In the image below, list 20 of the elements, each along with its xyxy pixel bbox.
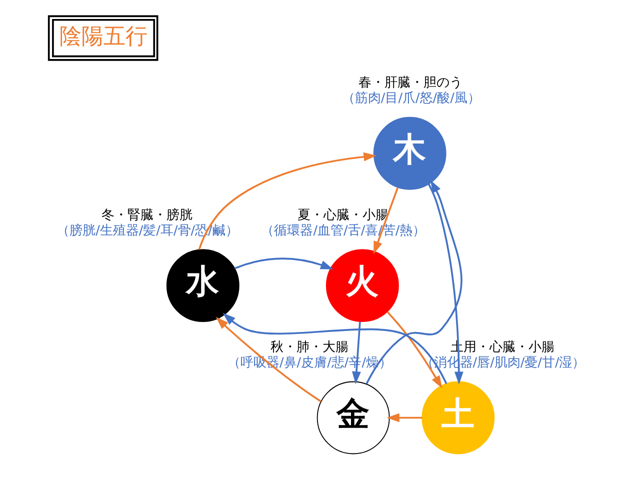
arrow <box>373 187 398 254</box>
arrow <box>386 311 442 388</box>
arrow <box>222 312 447 384</box>
arrow <box>386 413 422 422</box>
arrow <box>234 258 333 270</box>
arrow <box>365 180 462 384</box>
node-circle: 金 <box>316 381 390 454</box>
node-label: 冬・腎臓・膀胱 <box>101 208 192 223</box>
node-circle: 木 <box>372 116 446 190</box>
arrow <box>352 322 360 384</box>
node-label: 秋・肺・大腸 <box>270 340 348 355</box>
node-label: （筋肉/目/爪/怒/酸/風） <box>341 91 480 106</box>
node-circle: 火 <box>325 249 398 322</box>
arrow <box>198 152 376 250</box>
arrow <box>215 316 321 402</box>
arrow <box>427 184 463 384</box>
node-circle: 土 <box>421 381 494 454</box>
node-circle: 水 <box>166 249 239 322</box>
diagram-title: 陰陽五行 <box>58 24 147 50</box>
node-label: 春・肝臓・胆のう <box>358 76 462 91</box>
